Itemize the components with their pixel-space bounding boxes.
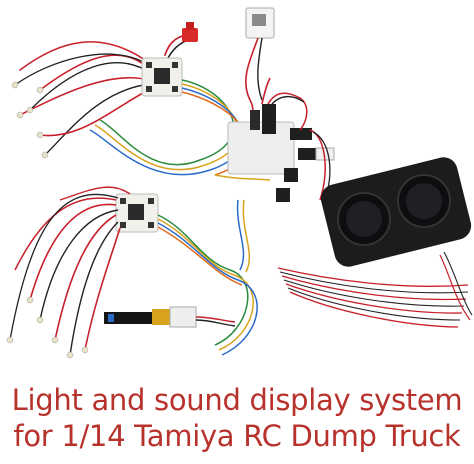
led-harness-bottom-left	[9, 186, 131, 356]
controller-board-bottom	[115, 193, 159, 233]
loose-wires	[277, 251, 473, 328]
controller-board-top	[141, 57, 183, 97]
caption-line-1: Light and sound display system	[11, 383, 463, 417]
t-connector	[182, 28, 198, 42]
speaker	[320, 157, 472, 267]
ribbon-wires-bottom	[157, 199, 258, 356]
connector-hub	[227, 77, 335, 203]
led-tips-top	[11, 81, 49, 159]
caption-line-2: for 1/14 Tamiya RC Dump Truck	[13, 419, 461, 453]
led-harness-top-left	[14, 34, 196, 156]
sensor-module	[104, 306, 236, 328]
led-tips-bottom	[6, 296, 89, 359]
